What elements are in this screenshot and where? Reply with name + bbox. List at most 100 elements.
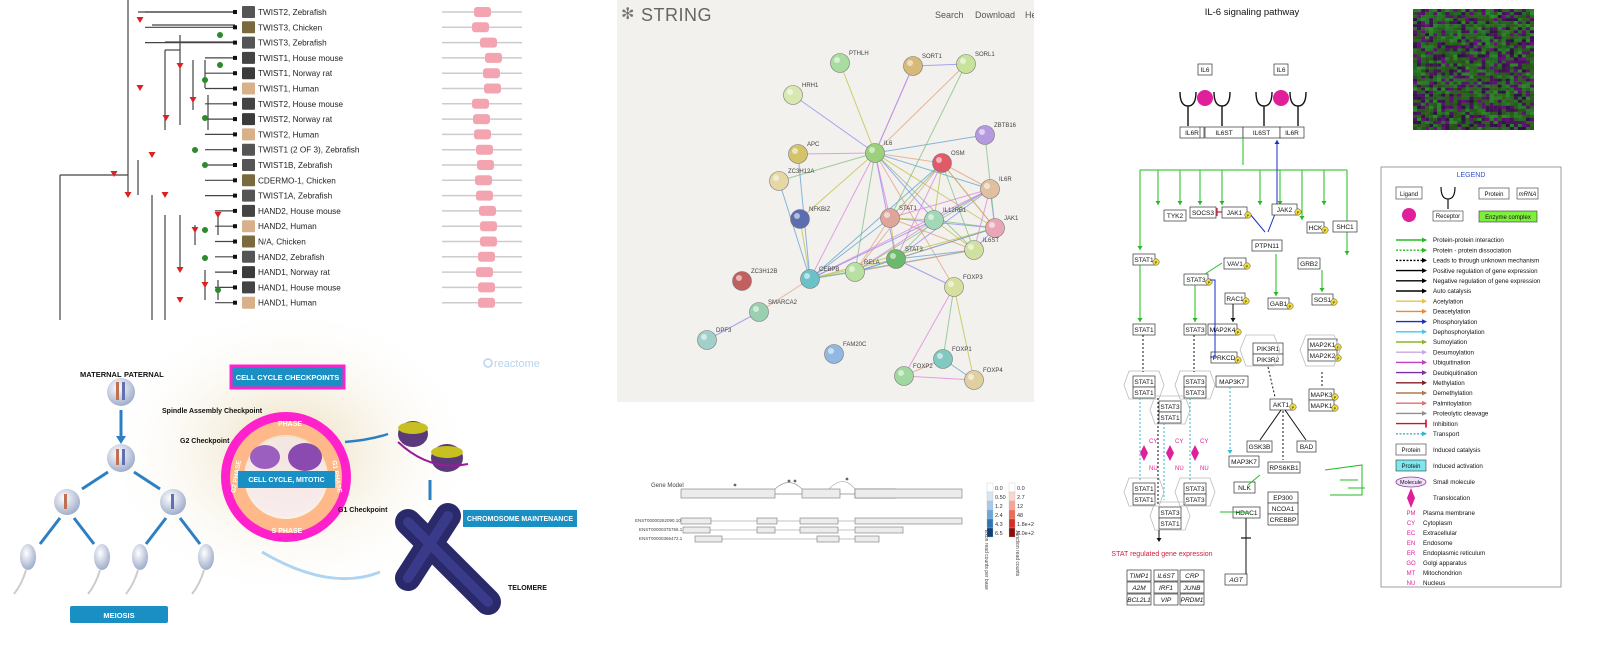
nav-search-link[interactable]: Search [935,10,964,20]
domain-block [475,175,492,186]
protein-node[interactable] [830,53,850,73]
nav-help-link[interactable]: He [1025,10,1034,20]
stat1-dimer-box[interactable] [1132,386,1156,399]
ptpn11-box[interactable] [1251,239,1283,252]
stat3-nuclear-box[interactable] [1183,493,1207,506]
species-label[interactable]: TWIST1, Human [258,85,319,94]
protein-node[interactable] [749,302,769,322]
protein-node[interactable] [964,240,984,260]
tyk2-box[interactable] [1163,209,1187,222]
heatmap-cell [1513,21,1519,25]
mitotic-button[interactable] [238,471,335,488]
interaction-edge [933,219,996,229]
target-gene-box[interactable] [1126,581,1152,594]
stat1-nuclear-hetero-box[interactable] [1158,517,1182,530]
species-thumbnail [242,51,255,64]
protein-node[interactable] [697,330,717,350]
ligand-box[interactable] [1197,63,1213,76]
protein-node[interactable] [894,366,914,386]
bad-box[interactable] [1296,440,1317,453]
protein-node[interactable] [732,271,752,291]
species-label[interactable]: TWIST2, Human [258,130,319,139]
species-label[interactable]: N/A, Chicken [258,238,306,247]
protein-node[interactable] [964,370,984,390]
target-gene-box[interactable] [1153,593,1179,606]
species-label[interactable]: TWIST1, House mouse [258,54,344,63]
protein-node[interactable] [903,56,923,76]
stat3-box[interactable] [1183,323,1207,336]
protein-node[interactable] [824,344,844,364]
agt-box[interactable] [1224,573,1248,586]
species-label[interactable]: HAND1, House mouse [258,283,341,292]
heatmap-cell [1521,117,1527,122]
protein-node[interactable] [956,54,976,74]
crebbp-box[interactable] [1267,513,1299,526]
protein-node[interactable] [975,125,995,145]
protein-node[interactable] [924,210,944,230]
heatmap-cell [1501,108,1506,113]
heatmap-cell [1505,117,1510,122]
legend-item-label: Inhibition [1433,421,1458,428]
heatmap-cell [1449,48,1454,52]
protein-node[interactable] [944,277,964,297]
species-label[interactable]: CDERMO-1, Chicken [258,176,336,185]
species-label[interactable]: HAND2, House mouse [258,207,341,216]
grb2-box[interactable] [1297,257,1321,270]
species-label[interactable]: TWIST1B, Zebrafish [258,161,333,170]
protein-node[interactable] [865,143,885,163]
target-gene-box[interactable] [1126,593,1152,606]
species-label[interactable]: TWIST2, House mouse [258,100,344,109]
heatmap-cell [1477,45,1482,49]
species-label[interactable]: TWIST2, Zebrafish [258,8,327,17]
species-label[interactable]: TWIST3, Zebrafish [258,39,327,48]
shc1-box[interactable] [1332,220,1358,233]
stat3-dimer-box[interactable] [1183,386,1207,399]
target-gene-box[interactable] [1126,569,1152,582]
heatmap-cell [1445,123,1450,128]
species-label[interactable]: TWIST1A, Zebrafish [258,192,333,201]
map3k7-box[interactable] [1215,375,1249,388]
species-label[interactable]: HAND2, Human [258,222,317,231]
target-gene-box[interactable] [1179,593,1205,606]
species-label[interactable]: HAND1, Norway rat [258,268,331,277]
pik3r2-box[interactable] [1252,353,1284,366]
receptor-box[interactable] [1279,126,1305,139]
species-label[interactable]: TWIST3, Chicken [258,23,323,32]
meiosis-button[interactable] [70,606,168,623]
rps6kb1-box[interactable] [1267,461,1301,474]
socs3-box[interactable] [1189,206,1217,219]
receptor-box[interactable] [1179,126,1205,139]
checkpoints-button[interactable] [229,364,346,390]
heatmap-cell [1429,51,1434,55]
protein-node[interactable] [985,218,1005,238]
stat1-nuclear-box[interactable] [1132,493,1156,506]
nav-download-link[interactable]: Download [975,10,1016,20]
gsk3b-box[interactable] [1246,440,1273,453]
stat1-hetero-box[interactable] [1158,411,1182,424]
protein-node[interactable] [769,171,789,191]
protein-node[interactable] [790,209,810,229]
chromosome-maintenance-button[interactable] [463,510,577,527]
ligand-box[interactable] [1273,63,1289,76]
species-label[interactable]: HAND1, Human [258,299,317,308]
protein-node[interactable] [933,349,953,369]
target-gene-box[interactable] [1153,581,1179,594]
protein-node[interactable] [788,144,808,164]
species-label[interactable]: TWIST1, Norway rat [258,69,333,78]
species-label[interactable]: TWIST1 (2 OF 3), Zebrafish [258,146,360,155]
protein-node[interactable] [783,85,803,105]
target-gene-box[interactable] [1179,581,1205,594]
protein-node[interactable] [980,179,1000,199]
map3k7-nuclear-box[interactable] [1228,455,1260,468]
protein-node[interactable] [880,208,900,228]
protein-node[interactable] [932,153,952,173]
nlk-box[interactable] [1233,481,1256,494]
target-gene-box[interactable] [1153,569,1179,582]
target-gene-box[interactable] [1179,569,1205,582]
species-label[interactable]: HAND2, Zebrafish [258,253,325,262]
protein-node[interactable] [886,249,906,269]
species-label[interactable]: TWIST2, Norway rat [258,115,333,124]
stat1-box[interactable] [1132,323,1156,336]
protein-node[interactable] [800,269,820,289]
protein-node[interactable] [845,262,865,282]
